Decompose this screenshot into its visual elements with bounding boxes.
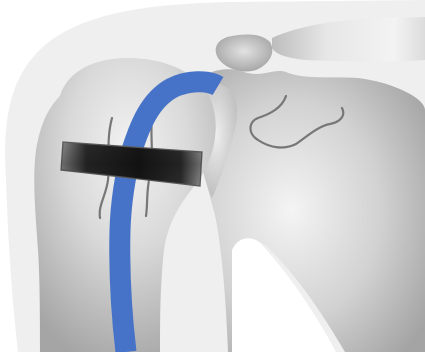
shoulder-anatomy-diagram bbox=[0, 0, 425, 352]
